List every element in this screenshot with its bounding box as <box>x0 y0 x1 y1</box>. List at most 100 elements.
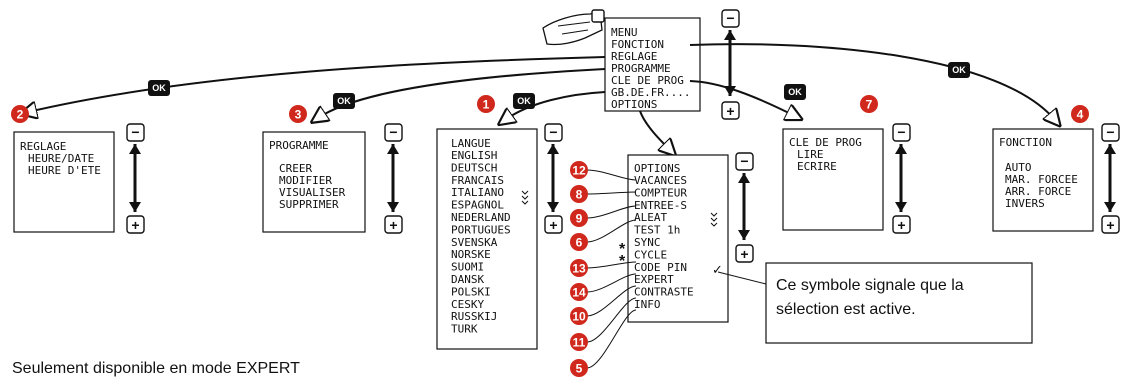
badge-cle-de-prog: 7 <box>860 95 878 113</box>
langue-item[interactable]: CESKY <box>451 298 484 311</box>
programme-item-visualiser[interactable]: VISUALISER <box>279 186 346 199</box>
arrow-to-fonction <box>689 43 1055 120</box>
badge-fonction: 4 <box>1071 105 1089 123</box>
svg-text:+: + <box>131 217 139 233</box>
fonction-minus-button[interactable]: − <box>1101 123 1120 142</box>
main-menu-item-cle-de-prog[interactable]: CLE DE PROG <box>611 74 684 87</box>
ok-badge-programme: OK <box>333 93 355 109</box>
callout-box <box>765 262 1033 344</box>
fonction-plus-button[interactable]: + <box>1101 215 1120 234</box>
reglage-minus-button[interactable]: − <box>126 123 145 142</box>
option-number-label: 5 <box>576 362 583 376</box>
options-item[interactable]: TEST 1h <box>634 224 680 237</box>
badge-langue: 1 <box>477 95 495 113</box>
footnote: Seulement disponible en mode EXPERT <box>12 360 300 377</box>
option-number-badge <box>570 209 588 227</box>
ok-badge-langue: OK <box>513 93 535 109</box>
langue-item[interactable]: ESPAGNOL <box>451 199 504 212</box>
option-number-badge <box>570 333 588 351</box>
option-leader-line <box>586 285 637 317</box>
option-number-label: 13 <box>572 262 586 276</box>
cle-de-prog-item-ecrire[interactable]: ECRIRE <box>797 160 837 173</box>
langue-item[interactable]: DEUTSCH <box>451 161 497 174</box>
option-number-badge <box>570 307 588 325</box>
fonction-box <box>992 128 1094 232</box>
fonction-item-mar-forcee[interactable]: MAR. FORCEE <box>1005 173 1078 186</box>
programme-plus-button[interactable]: + <box>384 215 403 234</box>
svg-text:−: − <box>726 10 734 26</box>
cle-de-prog-up-down-arrow-icon <box>895 144 907 212</box>
langue-list: ENGLISHDEUTSCHFRANCAISITALIANOESPAGNOLNE… <box>451 149 511 336</box>
programme-minus-button[interactable]: − <box>384 123 403 142</box>
ok-badge-cle-de-prog: OK <box>784 84 806 100</box>
arrow-to-programme <box>318 68 606 118</box>
reglage-plus-button[interactable]: + <box>126 215 145 234</box>
cle-de-prog-minus-button[interactable]: − <box>892 123 911 142</box>
langue-box <box>436 128 538 350</box>
main-plus-button[interactable]: + <box>721 101 740 120</box>
programme-item-supprimer[interactable]: SUPPRIMER <box>279 198 339 211</box>
options-title: OPTIONS <box>634 162 680 175</box>
programme-title: PROGRAMME <box>269 139 329 152</box>
fonction-item-auto[interactable]: AUTO <box>1005 161 1032 174</box>
options-item[interactable]: ENTREE-S <box>634 199 687 212</box>
langue-plus-button[interactable]: + <box>544 215 563 234</box>
reglage-item-heure-date[interactable]: HEURE/DATE <box>28 152 94 165</box>
main-menu-item-options[interactable]: OPTIONS <box>611 98 657 111</box>
langue-item[interactable]: RUSSKIJ <box>451 310 497 323</box>
options-item[interactable]: ALEAT <box>634 211 667 224</box>
option-number-badge <box>570 259 588 277</box>
options-item[interactable]: CONTRASTE <box>634 286 694 299</box>
langue-item[interactable]: NORSKE <box>451 248 491 261</box>
programme-item-modifier[interactable]: MODIFIER <box>279 174 332 187</box>
options-item[interactable]: INFO <box>634 298 661 311</box>
arrow-to-cle-de-prog <box>689 80 795 116</box>
main-menu-item-programme[interactable]: PROGRAMME <box>611 62 671 75</box>
fonction-item-invers[interactable]: INVERS <box>1005 197 1045 210</box>
langue-item[interactable]: FRANCAIS <box>451 174 504 187</box>
svg-text:−: − <box>1106 124 1114 140</box>
option-number-label: 10 <box>572 310 586 324</box>
svg-text:+: + <box>740 246 748 262</box>
fonction-item-arr-force[interactable]: ARR. FORCE <box>1005 185 1071 198</box>
langue-item[interactable]: SUOMI <box>451 261 484 274</box>
svg-text:OK: OK <box>152 83 166 93</box>
options-item[interactable]: VACANCES <box>634 174 687 187</box>
cle-de-prog-plus-button[interactable]: + <box>892 215 911 234</box>
langue-item[interactable]: ENGLISH <box>451 149 497 162</box>
ok-badge-fonction: OK <box>948 62 970 78</box>
options-item[interactable]: SYNC <box>634 236 661 249</box>
svg-text:4: 4 <box>1077 108 1084 122</box>
cle-de-prog-box <box>782 128 884 231</box>
option-leader-line <box>586 219 637 243</box>
options-plus-button[interactable]: + <box>735 244 754 263</box>
option-leader-line <box>586 309 637 369</box>
programme-item-creer[interactable]: CREER <box>279 162 312 175</box>
option-leader-line <box>586 261 637 269</box>
langue-item[interactable]: DANSK <box>451 273 484 286</box>
option-number-label: 12 <box>572 164 586 178</box>
main-menu-item-reglage[interactable]: REGLAGE <box>611 50 657 63</box>
main-minus-button[interactable]: − <box>721 9 740 28</box>
langue-item[interactable]: ITALIANO <box>451 186 504 199</box>
langue-item[interactable]: NEDERLAND <box>451 211 511 224</box>
callout-pointer <box>717 271 767 285</box>
langue-item[interactable]: POLSKI <box>451 285 491 298</box>
options-minus-button[interactable]: − <box>735 152 754 171</box>
langue-minus-button[interactable]: − <box>544 123 563 142</box>
cle-de-prog-item-lire[interactable]: LIRE <box>797 148 824 161</box>
main-menu-item-language[interactable]: GB.DE.FR.... <box>611 86 690 99</box>
langue-item[interactable]: PORTUGUES <box>451 223 511 236</box>
fonction-title: FONCTION <box>999 136 1052 149</box>
main-menu-item-fonction[interactable]: FONCTION <box>611 38 664 51</box>
options-item[interactable]: CYCLE <box>634 248 667 261</box>
langue-item[interactable]: TURK <box>451 323 478 336</box>
langue-item[interactable]: SVENSKA <box>451 236 498 249</box>
reglage-item-heure-ete[interactable]: HEURE D'ETE <box>28 164 101 177</box>
options-item[interactable]: CODE PIN <box>634 261 687 274</box>
options-item[interactable]: COMPTEUR <box>634 186 687 199</box>
options-item[interactable]: EXPERT <box>634 273 674 286</box>
svg-text:OK: OK <box>337 96 351 106</box>
